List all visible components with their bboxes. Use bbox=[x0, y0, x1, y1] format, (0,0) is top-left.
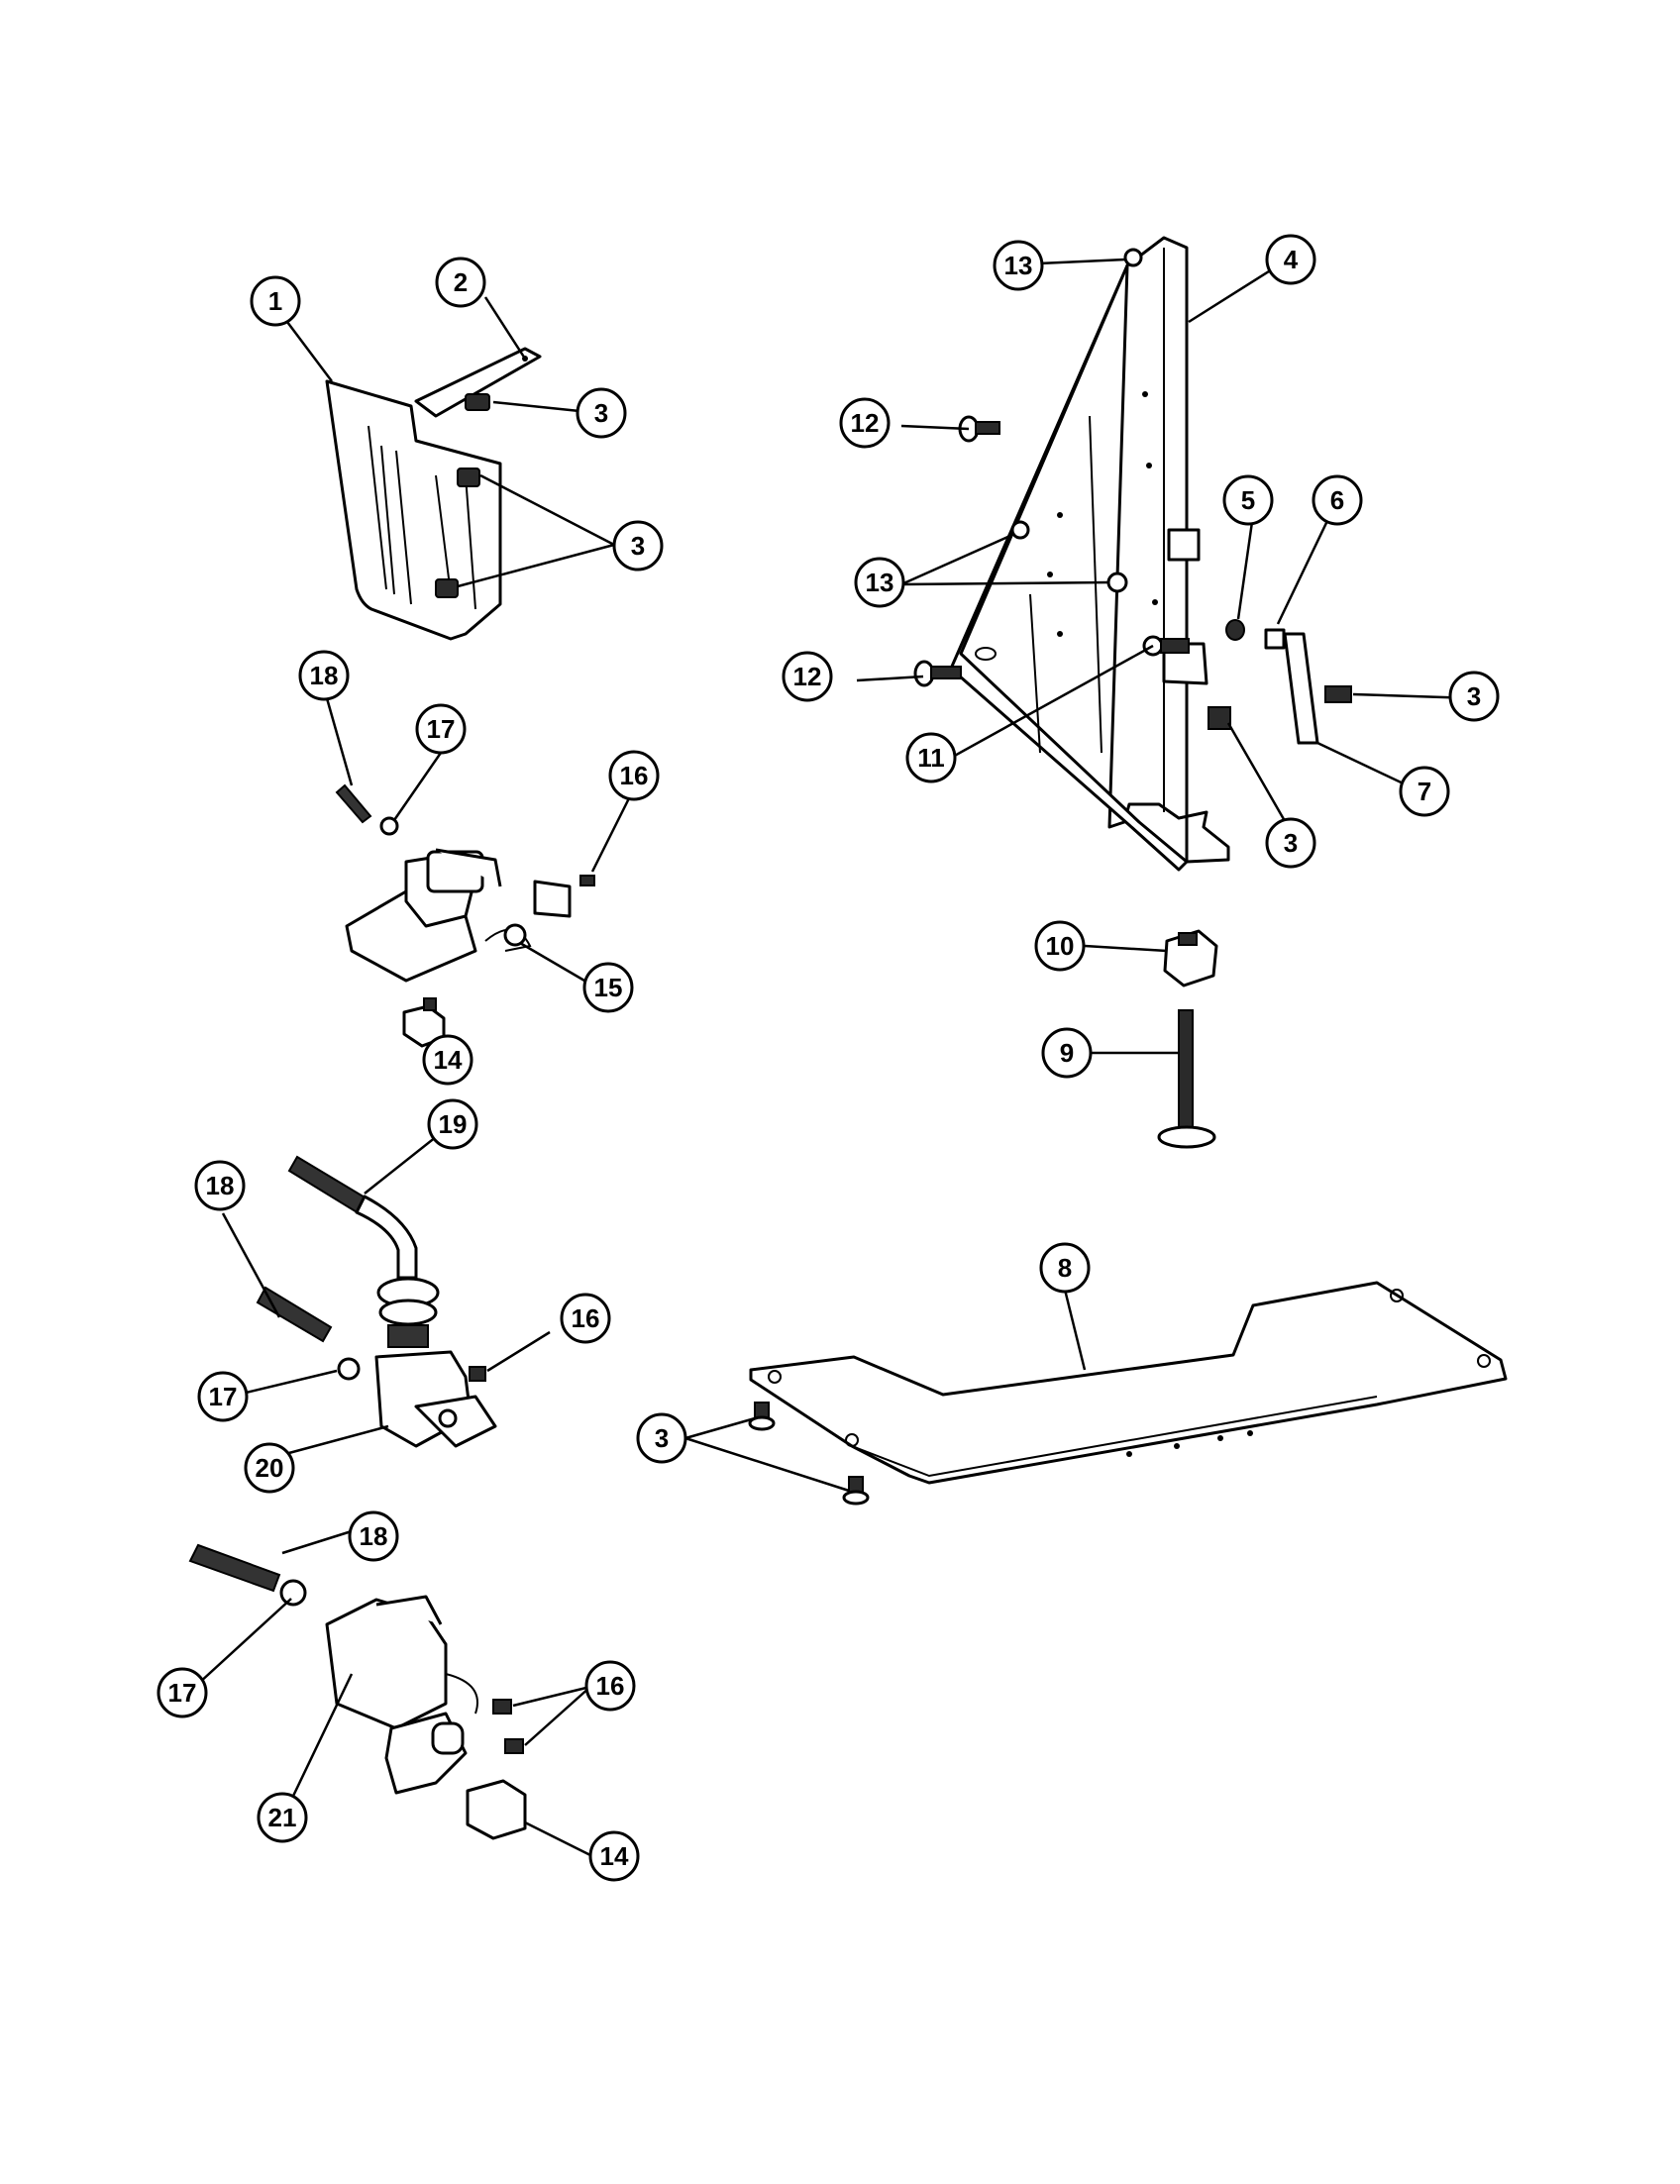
svg-text:4: 4 bbox=[1284, 245, 1299, 274]
callout-3-e: 3 bbox=[636, 1412, 687, 1464]
callout-20: 20 bbox=[244, 1442, 295, 1494]
callout-3-c: 3 bbox=[1448, 671, 1500, 722]
svg-text:14: 14 bbox=[434, 1045, 463, 1075]
svg-text:3: 3 bbox=[655, 1423, 669, 1453]
callout-18-b: 18 bbox=[194, 1160, 246, 1211]
svg-text:11: 11 bbox=[917, 743, 945, 773]
svg-text:6: 6 bbox=[1330, 485, 1344, 515]
nut-parts-13 bbox=[1010, 248, 1143, 593]
svg-text:2: 2 bbox=[454, 267, 468, 297]
svg-text:12: 12 bbox=[851, 408, 880, 438]
spring-part-18-lower bbox=[188, 1543, 281, 1593]
callout-3-a: 3 bbox=[576, 387, 627, 439]
base-rail-part-8 bbox=[749, 1281, 1508, 1485]
callout-17-b: 17 bbox=[197, 1371, 249, 1422]
svg-text:16: 16 bbox=[620, 761, 649, 790]
svg-text:5: 5 bbox=[1241, 485, 1255, 515]
leveling-leg-part-9 bbox=[1157, 1009, 1216, 1149]
svg-text:20: 20 bbox=[256, 1453, 284, 1483]
callout-12-b: 12 bbox=[782, 651, 833, 702]
screw-part-16-middle bbox=[469, 1366, 486, 1382]
callout-21: 21 bbox=[257, 1792, 308, 1843]
callout-16-c: 16 bbox=[584, 1660, 636, 1712]
svg-text:17: 17 bbox=[209, 1382, 238, 1411]
callout-6: 6 bbox=[1312, 474, 1363, 526]
clip-part-17-upper bbox=[379, 816, 399, 836]
svg-text:16: 16 bbox=[572, 1303, 600, 1333]
svg-text:19: 19 bbox=[439, 1109, 468, 1139]
clip-part-17-middle bbox=[337, 1357, 361, 1381]
svg-text:18: 18 bbox=[360, 1521, 388, 1551]
svg-text:10: 10 bbox=[1046, 931, 1075, 961]
svg-text:21: 21 bbox=[268, 1803, 297, 1832]
svg-text:1: 1 bbox=[268, 286, 282, 316]
callout-17-c: 17 bbox=[157, 1667, 208, 1718]
callout-11: 11 bbox=[905, 732, 957, 783]
control-body-part-21 bbox=[325, 1595, 478, 1795]
block-part-14-lower bbox=[466, 1779, 527, 1840]
callout-12-a: 12 bbox=[839, 397, 891, 449]
svg-text:7: 7 bbox=[1418, 777, 1431, 806]
svg-text:17: 17 bbox=[427, 714, 456, 744]
callout-18-c: 18 bbox=[348, 1510, 399, 1562]
svg-text:3: 3 bbox=[594, 398, 608, 428]
callout-16-a: 16 bbox=[608, 750, 660, 801]
bolt-parts-12 bbox=[913, 415, 1000, 687]
block-part-14-upper bbox=[402, 997, 446, 1048]
callout-8: 8 bbox=[1039, 1242, 1091, 1294]
svg-text:3: 3 bbox=[1284, 828, 1298, 858]
callout-17-a: 17 bbox=[415, 703, 467, 755]
svg-text:14: 14 bbox=[600, 1841, 629, 1871]
callout-1: 1 bbox=[250, 275, 301, 327]
callout-13-b: 13 bbox=[854, 557, 905, 608]
svg-text:13: 13 bbox=[1004, 251, 1033, 280]
callout-18-a: 18 bbox=[298, 650, 350, 701]
svg-text:17: 17 bbox=[168, 1678, 197, 1708]
svg-text:18: 18 bbox=[310, 661, 339, 690]
tube-part-19 bbox=[287, 1155, 440, 1326]
svg-text:8: 8 bbox=[1058, 1253, 1072, 1283]
screws-parts-16-lower bbox=[492, 1699, 524, 1754]
thermostat-part-20 bbox=[374, 1324, 497, 1448]
screw-parts-3-upper bbox=[435, 393, 490, 598]
callout-14-a: 14 bbox=[422, 1034, 473, 1086]
callout-19: 19 bbox=[427, 1098, 478, 1150]
svg-text:15: 15 bbox=[594, 973, 623, 1002]
callout-10: 10 bbox=[1034, 920, 1086, 972]
callout-9: 9 bbox=[1041, 1027, 1093, 1079]
svg-text:18: 18 bbox=[206, 1171, 235, 1200]
spring-part-18-middle bbox=[256, 1286, 333, 1343]
frame-part-4 bbox=[949, 236, 1230, 872]
clip-part-6 bbox=[1264, 628, 1286, 650]
callout-14-b: 14 bbox=[588, 1830, 640, 1882]
callout-2: 2 bbox=[435, 257, 486, 308]
screw-part-16-upper bbox=[579, 875, 595, 886]
svg-text:12: 12 bbox=[793, 662, 822, 691]
svg-text:16: 16 bbox=[596, 1671, 625, 1701]
screw-parts-3-base bbox=[748, 1402, 870, 1506]
washer-part-5 bbox=[1225, 619, 1245, 641]
clip-part-17-lower bbox=[279, 1579, 307, 1607]
callout-16-b: 16 bbox=[560, 1293, 611, 1344]
callout-7: 7 bbox=[1399, 766, 1450, 817]
callout-3-d: 3 bbox=[1265, 817, 1316, 869]
callout-5: 5 bbox=[1222, 474, 1274, 526]
svg-text:3: 3 bbox=[631, 531, 645, 561]
svg-text:9: 9 bbox=[1060, 1038, 1074, 1068]
callout-4: 4 bbox=[1265, 234, 1316, 285]
callout-15: 15 bbox=[582, 962, 634, 1013]
callout-3-b: 3 bbox=[612, 520, 664, 572]
spring-part-18-upper bbox=[335, 783, 372, 824]
screw-parts-3-right bbox=[1208, 685, 1352, 730]
svg-text:13: 13 bbox=[866, 568, 894, 597]
foot-bracket-part-10 bbox=[1163, 929, 1218, 988]
svg-text:3: 3 bbox=[1467, 681, 1481, 711]
bracket-plate-part-1 bbox=[325, 379, 502, 641]
callout-13-a: 13 bbox=[993, 240, 1044, 291]
valve-assembly-part-15 bbox=[345, 848, 572, 983]
plate-part-7 bbox=[1283, 632, 1319, 745]
